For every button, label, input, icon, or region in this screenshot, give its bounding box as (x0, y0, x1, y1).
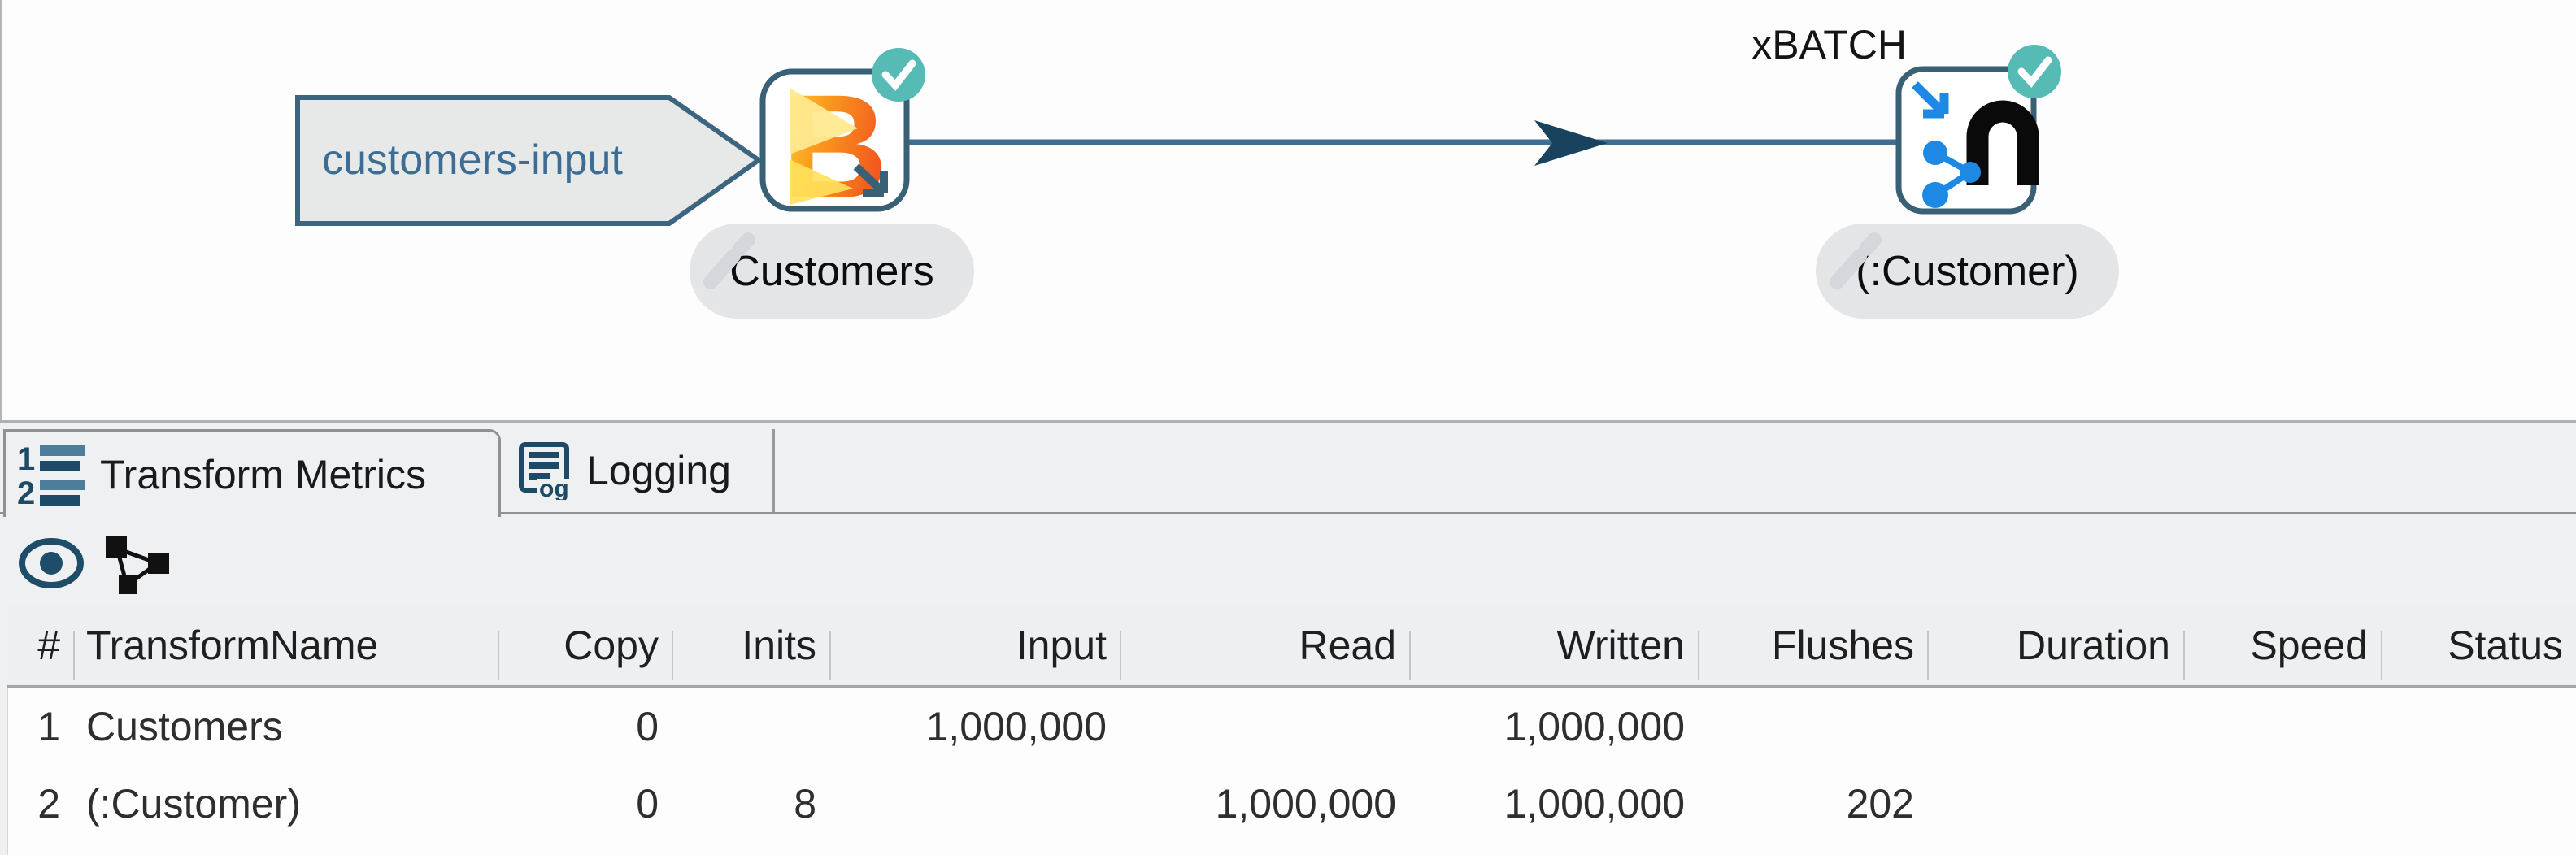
column-header-written[interactable]: Written (1409, 605, 1698, 688)
table-cell (1698, 687, 1927, 766)
tab-label: Transform Metrics (100, 451, 426, 497)
log-icon: og (519, 442, 570, 500)
metrics-table-row[interactable]: 1 Customers 0 1,000,000 1,000,000 (7, 687, 2576, 766)
column-header-flushes[interactable]: Flushes (1698, 605, 1927, 688)
edit-pencil-icon (703, 232, 755, 289)
table-cell (1927, 765, 2183, 842)
node-label-customers[interactable]: Customers (690, 224, 974, 319)
column-header-copy[interactable]: Copy (498, 605, 672, 688)
table-cell: 1 (37, 703, 60, 749)
table-cell: 1,000,000 (1503, 703, 1685, 749)
beam-b-icon: B (781, 63, 888, 229)
hop-edge-arrowhead (1534, 120, 1608, 166)
column-header-inits[interactable]: Inits (672, 605, 829, 688)
graph-nodes-icon (1922, 141, 1981, 208)
node-label-text: (:Customer) (1856, 247, 2079, 295)
input-hop-callout[interactable] (295, 95, 764, 226)
column-header-duration[interactable]: Duration (1927, 605, 2183, 688)
table-cell (1120, 687, 1409, 766)
graph-view-icon[interactable] (106, 536, 169, 594)
edit-pencil-icon (1830, 232, 1882, 289)
eye-icon[interactable] (19, 538, 84, 588)
column-header-speed[interactable]: Speed (2183, 605, 2381, 688)
table-cell (2381, 765, 2576, 842)
column-header-read[interactable]: Read (1120, 605, 1409, 688)
table-cell: 8 (794, 780, 816, 827)
column-header-status[interactable]: Status (2381, 605, 2576, 688)
column-header--[interactable]: # (7, 605, 73, 688)
transform-node-customers[interactable]: B (759, 48, 925, 229)
transform-node-neo4j[interactable] (1895, 45, 2061, 215)
numbered-list-icon: 1 2 (17, 442, 85, 507)
node-annotation-xbatch: xBATCH (1751, 22, 1907, 67)
table-cell (2381, 687, 2576, 766)
table-cell: (:Customer) (86, 780, 301, 827)
table-cell: 1,000,000 (1215, 780, 1396, 827)
table-cell (2183, 765, 2381, 842)
table-cell (672, 687, 829, 766)
column-header-transformname[interactable]: TransformName (73, 605, 498, 688)
neo4j-n-icon (1966, 100, 2039, 185)
table-cell: 0 (636, 703, 659, 749)
tab-transform-metrics[interactable]: 1 2 Transform Metrics (3, 429, 501, 517)
status-check-icon (872, 48, 925, 102)
tab-strip-border (0, 512, 2576, 514)
column-header-input[interactable]: Input (829, 605, 1120, 688)
node-label-text: Customers (729, 247, 934, 295)
table-cell (1927, 687, 2183, 766)
table-cell: Customers (86, 703, 283, 749)
status-check-icon (2008, 45, 2061, 98)
metrics-table-row[interactable]: 2 (:Customer) 0 8 1,000,000 1,000,000 202 (7, 765, 2576, 842)
table-cell: 2 (37, 780, 60, 827)
table-cell (2183, 687, 2381, 766)
svg-text:og: og (539, 475, 569, 500)
table-cell: 1,000,000 (1503, 780, 1685, 827)
table-body-background (7, 688, 2576, 855)
table-cell: 0 (636, 780, 659, 827)
input-arrow-icon (853, 163, 888, 197)
input-hop-label: customers-input (322, 137, 623, 184)
tab-logging[interactable]: og Logging (503, 429, 775, 512)
incoming-arrow-icon (1912, 81, 1949, 119)
tab-label: Logging (586, 448, 731, 493)
node-label-neo4j[interactable]: (:Customer) (1816, 224, 2119, 319)
svg-text:1: 1 (17, 442, 35, 477)
execution-results-panel: 1 2 Transform Metrics og Logging (0, 420, 2576, 855)
svg-text:2: 2 (17, 475, 35, 507)
table-cell (829, 765, 1120, 842)
pipeline-canvas[interactable]: B (0, 0, 2576, 420)
table-cell: 1,000,000 (925, 703, 1107, 749)
table-cell: 202 (1846, 780, 1914, 827)
